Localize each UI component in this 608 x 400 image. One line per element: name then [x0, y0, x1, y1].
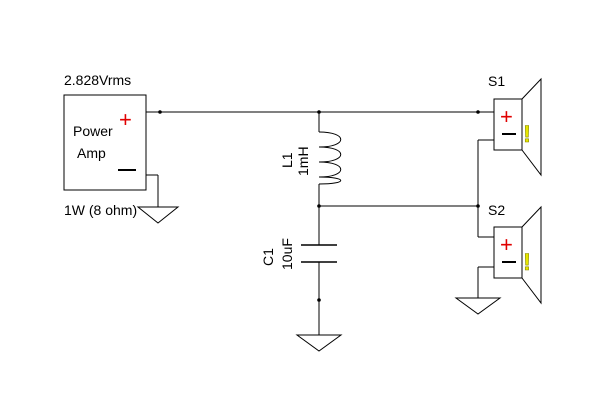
inductor-l1: L1 1mH [279, 112, 341, 206]
capacitor-value-label: 10uF [279, 238, 295, 270]
inductor-ref-label: L1 [279, 152, 295, 168]
speaker-s1-magnet [493, 98, 523, 151]
amp-plus-icon: + [119, 107, 132, 132]
power-amp-name-line1: Power [73, 123, 113, 139]
speaker-s1-warning-icon: ! [523, 121, 531, 148]
junction-dot [317, 298, 321, 302]
speaker-s1-plus-icon: + [500, 104, 513, 129]
speaker-s1: S1 + ! [488, 73, 542, 177]
source-voltage-label: 2.828Vrms [64, 72, 131, 88]
speaker-ground-icon [454, 297, 502, 315]
speaker-s1-cone-icon [521, 77, 542, 177]
power-amp-name-line2: Amp [77, 145, 106, 161]
speaker-s2: S2 + ! [488, 202, 542, 305]
speaker-s1-ref-label: S1 [488, 73, 505, 89]
speaker-s2-cone-icon [521, 205, 542, 305]
junction-dot [158, 110, 162, 114]
speaker-s2-ref-label: S2 [488, 202, 505, 218]
source-power-label: 1W (8 ohm) [64, 202, 137, 218]
power-amp: 2.828Vrms Power Amp + 1W (8 ohm) [63, 72, 180, 224]
speaker-s2-magnet [493, 226, 523, 279]
speaker-s2-warning-icon: ! [523, 249, 531, 276]
capacitor-c1: C1 10uF [260, 206, 343, 352]
speaker-s2-plus-icon: + [500, 232, 513, 257]
capacitor-ground-icon [295, 334, 343, 352]
power-amp-box [63, 94, 147, 191]
amp-ground-icon [136, 206, 180, 224]
inductor-value-label: 1mH [295, 146, 311, 176]
inductor-coil-icon [318, 131, 341, 185]
capacitor-ref-label: C1 [260, 248, 276, 266]
